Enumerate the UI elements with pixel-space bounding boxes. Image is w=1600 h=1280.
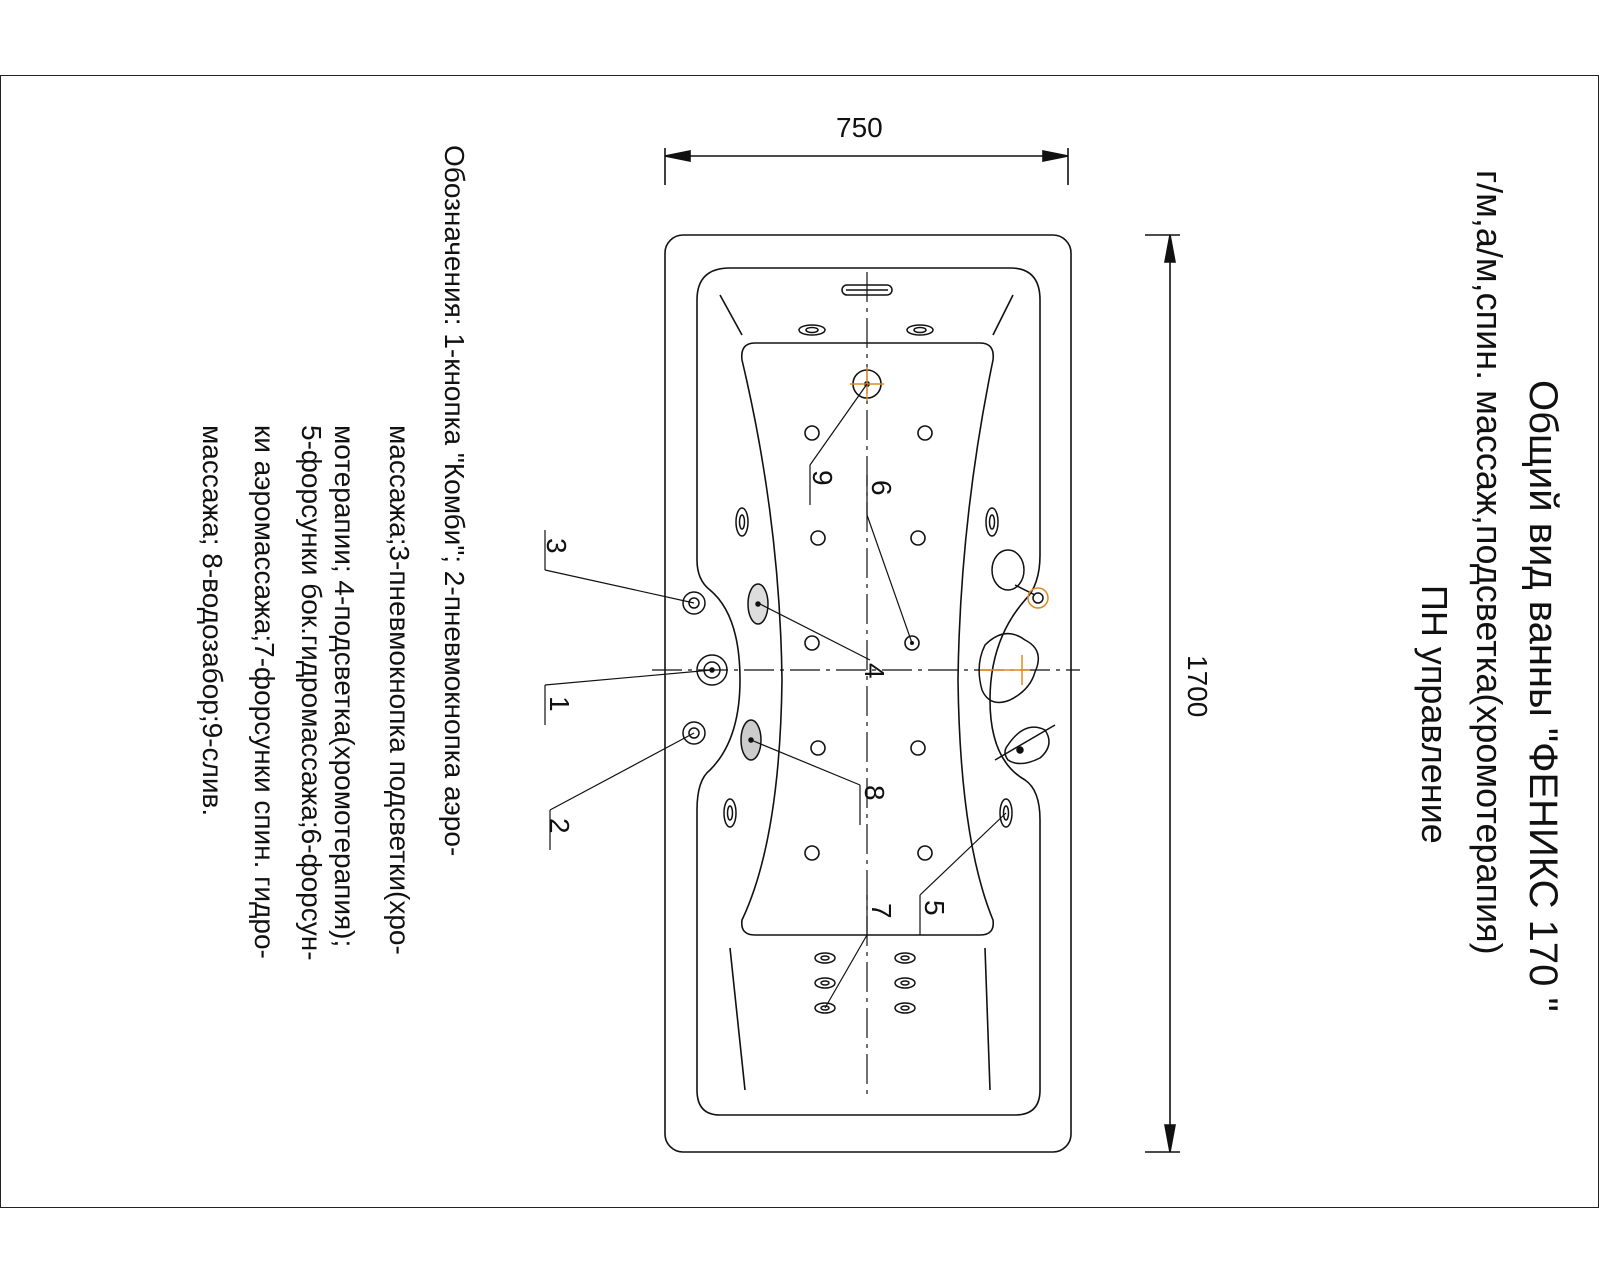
dim-width-label: 750	[836, 112, 883, 143]
dim-arrow-top	[1164, 234, 1176, 263]
callout-1: 1	[544, 696, 575, 712]
side-jets	[723, 507, 1013, 828]
overflow-fixture	[841, 284, 893, 296]
callout-2: 2	[544, 818, 575, 834]
callout-9: 9	[807, 470, 838, 486]
callout-7: 7	[866, 903, 897, 919]
tub-floor-contour	[740, 342, 995, 936]
jets-top	[798, 324, 934, 336]
legend-line-6: массажа; 8-водозабор;9-слив.	[197, 425, 228, 817]
title-line-3: ПН управление	[1414, 585, 1455, 844]
dim-arrow-bottom	[1164, 1124, 1176, 1153]
legend-line-3: мотерапии; 4-подсветка(хромотерапия);	[329, 425, 360, 948]
tub-outer-rim	[664, 234, 1072, 1153]
dim-arrow-left	[664, 150, 691, 162]
legend-line-5: ки аэромассажа;7-форсунки спин. гидро-	[249, 425, 280, 959]
callout-3: 3	[541, 538, 572, 554]
aero-jets	[804, 425, 933, 861]
corner-line	[992, 294, 1014, 336]
light-fixture	[904, 635, 920, 651]
callout-8: 8	[859, 785, 890, 801]
title-line-2: г/м,а/м,спин. массаж,подсветка(хромотера…	[1469, 170, 1510, 955]
leader-lines	[544, 383, 1007, 1009]
dim-length-label: 1700	[1182, 655, 1213, 718]
dim-arrow-right	[1042, 150, 1069, 162]
spine-jets	[814, 952, 916, 1014]
corner-line	[729, 947, 746, 1091]
callout-6: 6	[866, 480, 897, 496]
callout-5: 5	[919, 900, 950, 916]
legend-line-4: 5-форсунки бок.гидромассажа;6-форсун-	[296, 425, 327, 961]
title-line-1: Общий вид ванны "ФЕНИКС 170 "	[1521, 380, 1565, 1012]
corner-line	[984, 947, 991, 1091]
headrest	[978, 632, 1040, 704]
legend-line-2: массажа;3-пневмокнопка подсветки(хро-	[384, 425, 415, 955]
handle	[991, 549, 1049, 609]
water-intake	[740, 583, 769, 761]
handle	[994, 724, 1056, 765]
light-button	[682, 591, 706, 615]
combi-button	[696, 654, 728, 686]
corner-line	[719, 294, 743, 336]
legend-line-1: Обозначения: 1-кнопка "Комби"; 2-пневмок…	[439, 145, 470, 857]
drawing-frame	[0, 75, 1599, 1208]
callout-4: 4	[859, 663, 890, 679]
aero-button	[682, 721, 706, 745]
tub-inner-basin	[696, 267, 1041, 1116]
